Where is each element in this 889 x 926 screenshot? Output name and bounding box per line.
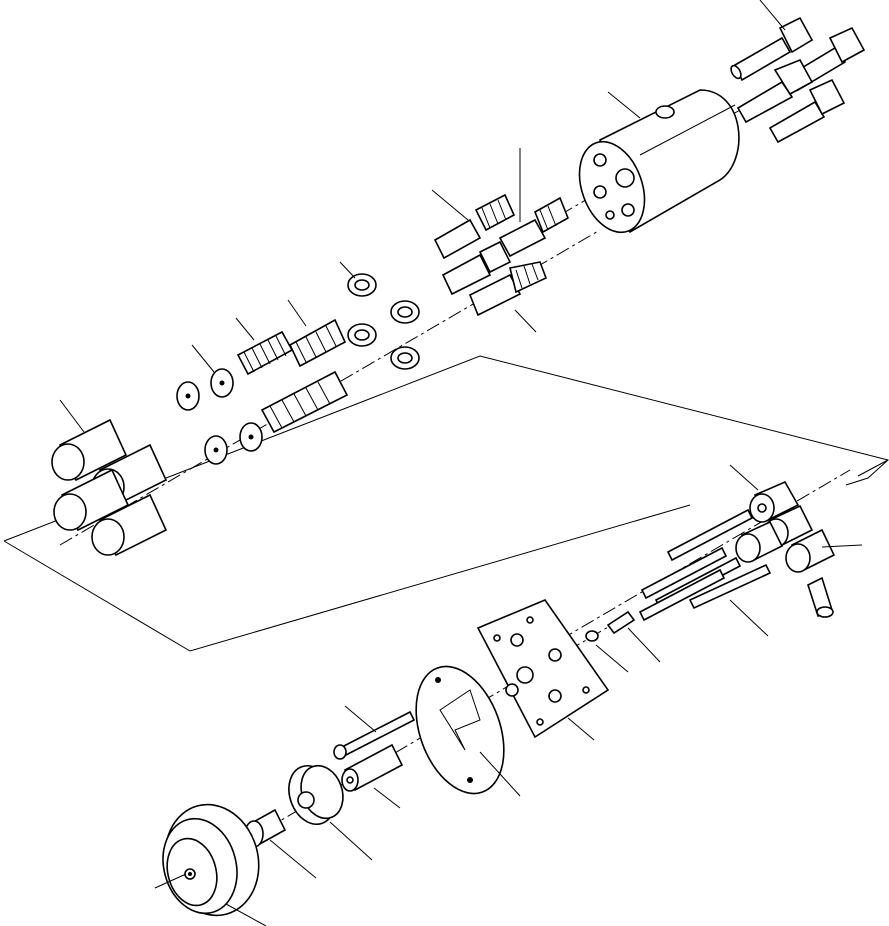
valve-body [578,89,740,234]
bolt-long [333,710,416,760]
spool-valve-4 [468,261,548,317]
rod-1 [666,508,754,562]
fitting-top-1 [730,16,814,82]
spring-1 [236,330,294,376]
cover-plate [476,599,610,739]
disc-1 [176,381,200,411]
end-cap [162,803,260,917]
disc-3 [204,435,228,465]
spring-2 [288,318,347,368]
disc-2 [210,368,234,398]
sleeve-1 [51,418,128,482]
washer-1 [347,273,377,297]
washer-4 [390,346,420,370]
sleeve-3 [53,468,130,532]
hub [288,764,344,825]
disc-4 [239,422,263,452]
coupling [341,743,404,792]
washer-3 [347,323,377,347]
spool-valve-2 [498,196,570,258]
fitting-top-3 [736,58,814,124]
sleeve-4 [91,493,168,557]
knob-3 [785,528,836,573]
fitting-top-4 [768,78,846,144]
knob-1 [749,480,800,523]
rod-5 [638,568,726,622]
leader-lines [59,0,863,926]
washer-2 [390,300,420,324]
knob-4 [735,520,784,563]
group-boundary-outline [3,355,889,652]
spring-3 [260,370,349,434]
rod-4 [688,563,772,610]
fitting-side [807,576,834,618]
screw-small [585,610,636,642]
spool-valve-3 [441,240,512,296]
rod-2 [640,546,728,600]
gear-plate [415,665,505,795]
spool-valve-1 [433,193,516,260]
